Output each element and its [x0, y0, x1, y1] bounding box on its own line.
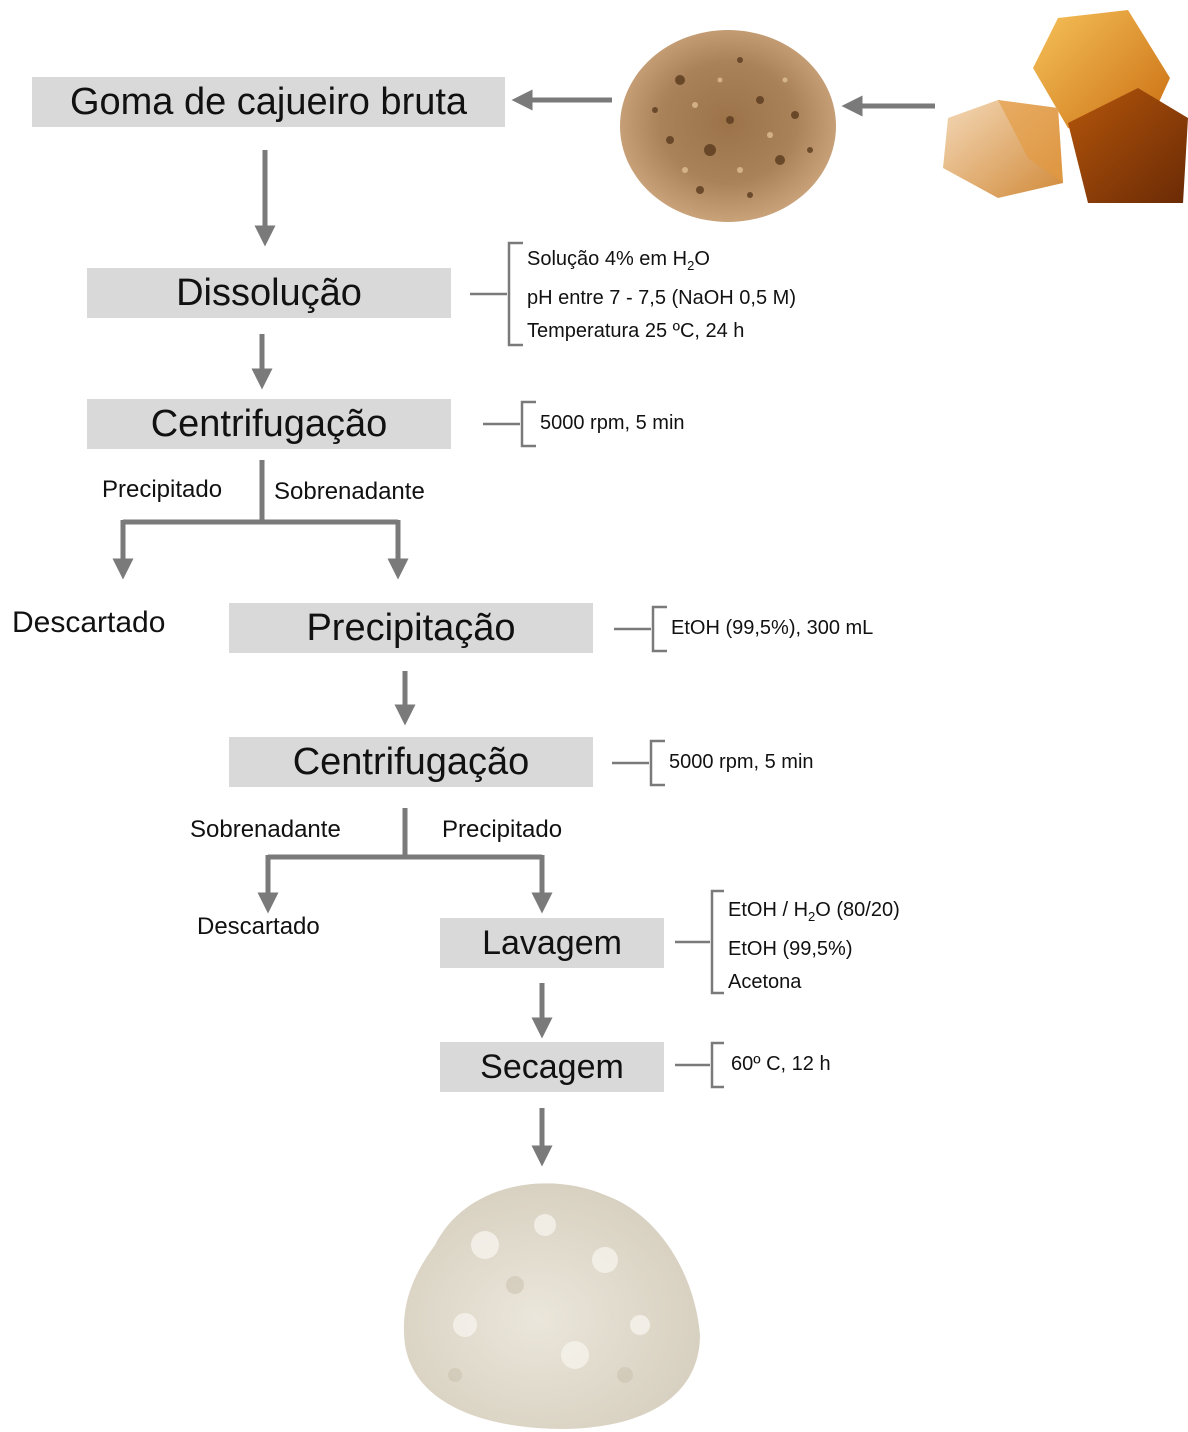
ground-gum-image: [610, 20, 845, 235]
conditions-centrifugation-2: 5000 rpm, 5 min: [669, 746, 814, 779]
condition-etoh-water: EtOH / H2O (80/20): [728, 894, 900, 933]
conditions-dissolution: Solução 4% em H2O pH entre 7 - 7,5 (NaOH…: [527, 243, 796, 348]
conditions-drying: 60º C, 12 h: [731, 1048, 831, 1081]
conditions-precipitation: EtOH (99,5%), 300 mL: [671, 612, 873, 645]
discarded-label-1: Descartado: [12, 606, 165, 640]
step-centrifugation-1: Centrifugação: [87, 399, 451, 449]
condition-ph: pH entre 7 - 7,5 (NaOH 0,5 M): [527, 282, 796, 315]
bracket-centrifugation-2: [612, 741, 665, 785]
condition-etoh: EtOH (99,5%): [728, 933, 900, 966]
resin-crystals-image: [938, 8, 1188, 208]
bracket-dissolution: [470, 243, 523, 345]
step-precipitation: Precipitação: [229, 603, 593, 653]
condition-acetone: Acetona: [728, 966, 900, 999]
step-centrifugation-2: Centrifugação: [229, 737, 593, 787]
bracket-centrifugation-1: [483, 402, 536, 446]
conditions-washing: EtOH / H2O (80/20) EtOH (99,5%) Acetona: [728, 894, 900, 999]
condition-solution: Solução 4% em H2O: [527, 243, 796, 282]
discarded-label-2: Descartado: [197, 913, 320, 941]
bracket-precipitation: [614, 607, 667, 651]
bracket-washing: [675, 891, 724, 993]
step-dissolution: Dissolução: [87, 268, 451, 318]
step-raw-gum: Goma de cajueiro bruta: [32, 77, 505, 127]
purified-powder-image: [395, 1165, 715, 1432]
bracket-drying: [675, 1043, 724, 1087]
condition-temperature: Temperatura 25 ºC, 24 h: [527, 315, 796, 348]
branch-label-precipitate-1: Precipitado: [102, 476, 222, 504]
conditions-centrifugation-1: 5000 rpm, 5 min: [540, 407, 685, 440]
branch-label-supernatant-1: Sobrenadante: [274, 478, 425, 506]
step-drying: Secagem: [440, 1042, 664, 1092]
step-washing: Lavagem: [440, 918, 664, 968]
branch-label-precipitate-2: Precipitado: [442, 816, 562, 844]
branch-label-supernatant-2: Sobrenadante: [190, 816, 341, 844]
